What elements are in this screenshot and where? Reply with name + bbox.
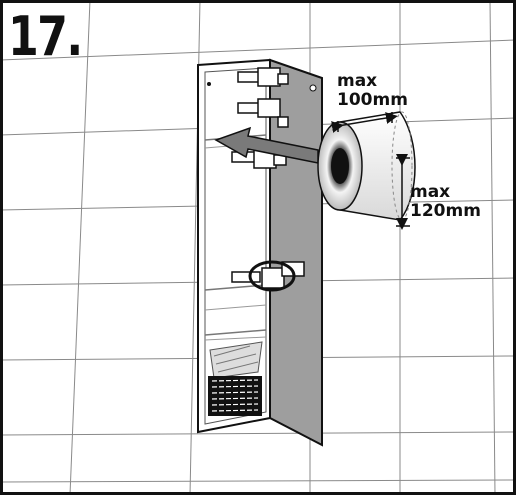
height-dimension <box>396 154 410 230</box>
insert-arrow <box>214 126 319 164</box>
wall-niche <box>197 58 271 434</box>
paper-roll <box>317 111 416 221</box>
ring-holder <box>248 260 296 292</box>
roll-width-value: 100mm <box>337 90 408 110</box>
width-dimension <box>331 112 398 133</box>
step-number: 17. <box>8 5 83 68</box>
roll-height-max-label: max <box>410 182 451 202</box>
roll-width-max-label: max <box>337 71 378 91</box>
roll-height-value: 120mm <box>410 201 481 221</box>
